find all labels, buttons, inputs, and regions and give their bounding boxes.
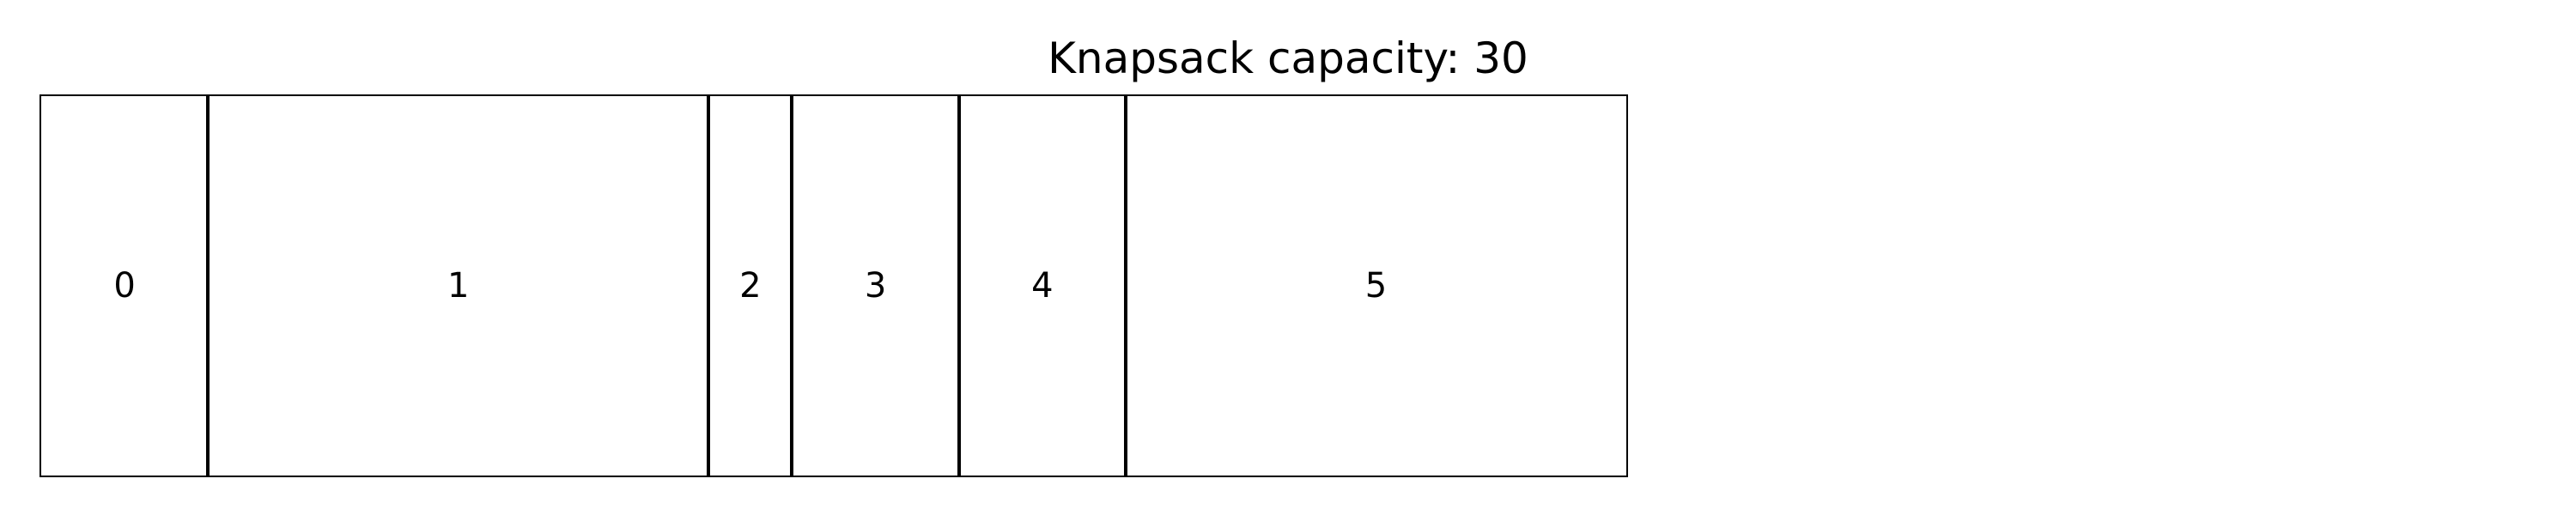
item-label: 2 — [739, 266, 762, 306]
item-label: 1 — [447, 266, 470, 306]
item-divider — [707, 96, 711, 476]
item-cell-3: 3 — [792, 96, 958, 476]
item-divider — [957, 96, 961, 476]
item-divider — [790, 96, 794, 476]
item-cell-0: 0 — [41, 96, 208, 476]
item-label: 0 — [113, 266, 136, 306]
diagram-title: Knapsack capacity: 30 — [1048, 33, 1528, 83]
item-cell-2: 2 — [708, 96, 792, 476]
item-label: 5 — [1364, 266, 1388, 306]
item-cell-4: 4 — [959, 96, 1126, 476]
item-label: 4 — [1031, 266, 1054, 306]
item-divider — [206, 96, 210, 476]
item-divider — [1124, 96, 1128, 476]
knapsack-bar: 0 1 2 3 4 5 — [39, 94, 1628, 477]
item-cell-1: 1 — [208, 96, 708, 476]
item-cell-5: 5 — [1126, 96, 1626, 476]
item-label: 3 — [864, 266, 887, 306]
